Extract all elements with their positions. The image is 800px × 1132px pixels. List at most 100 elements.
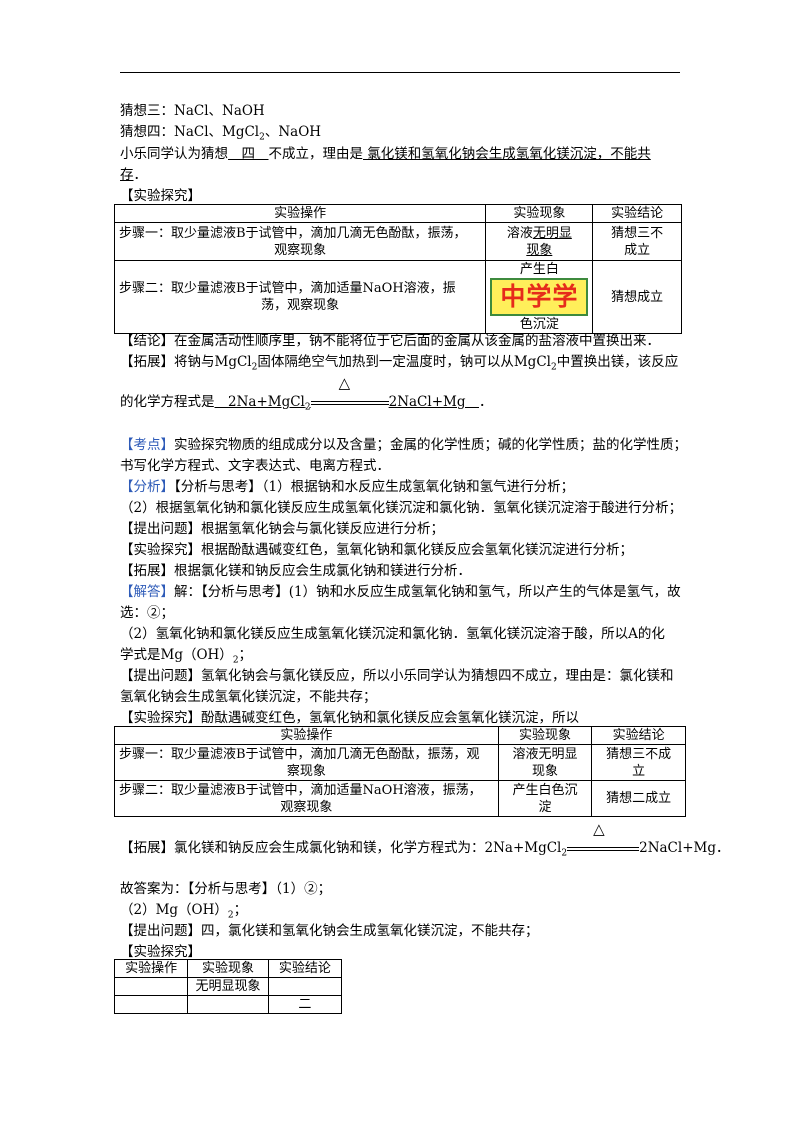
jieda-l5: 【提出问题】氢氧化钠会与氯化镁反应，所以小乐同学认为猜想四不成立，理由是：氯化镁… <box>120 668 674 684</box>
t2-row2-ph-2: 淀 <box>538 799 552 815</box>
jieda-l6: 氢氧化钠会生成氢氧化镁沉淀，不能共存； <box>120 689 377 705</box>
guess-three-label: 猜想三： <box>120 103 174 119</box>
header-rule <box>120 72 680 73</box>
t2-row1-con-2: 立 <box>632 763 646 779</box>
ext2-a: 【拓展】氯化镁和钠反应会生成氯化钠和镁，化学方程式为：2Na+MgCl <box>120 840 562 856</box>
t1-row1-phenomenon: 溶液无明显 现象 <box>485 222 594 261</box>
eq-left-sub: 2 <box>304 402 311 413</box>
ext2-a-sub: 2 <box>561 848 568 859</box>
fenxi-l4: 【实验探究】根据酚酞遇碱变红色，氢氧化钠和氯化镁反应会氢氧化镁沉淀进行分析； <box>120 542 633 558</box>
experiment-table-1: 实验操作 实验现象 实验结论 步骤一：取少量滤液B于试管中，滴加几滴无色酚酞，振… <box>113 204 682 334</box>
t3-r1-ph: 无明显现象 <box>187 977 269 996</box>
ext2-b: 2NaCl+Mg． <box>639 840 730 856</box>
heat-triangle-icon: △ <box>338 374 351 392</box>
ext-a-sub: 2 <box>251 362 258 373</box>
t3-r2-op <box>113 995 189 1014</box>
eq-right: 2NaCl+Mg <box>388 394 479 410</box>
reason-line: 小乐同学认为猜想 四 不成立，理由是 氯化镁和氢氧化钠会生成氢氧化镁沉淀，不能共 <box>120 142 651 162</box>
t3-r1-op <box>113 977 189 996</box>
t1-row1-ph-b: 无明显 <box>532 225 572 241</box>
heat-triangle-icon-2: △ <box>593 820 605 838</box>
fenxi-tag: 【分析】 <box>120 479 174 495</box>
t3-header-op: 实验操作 <box>113 959 189 978</box>
t1-row1-con-1: 猜想三不 <box>611 225 664 241</box>
t2-row1-con: 猜想三不成 立 <box>591 744 686 781</box>
t2-header-conclusion: 实验结论 <box>591 726 686 745</box>
jieda-l2: 选：②； <box>120 605 174 621</box>
t1-row1-op-line1: 步骤一：取少量滤液B于试管中，滴加几滴无色酚酞，振荡， <box>119 225 467 241</box>
eq-left: 2Na+MgCl <box>214 394 305 410</box>
t1-row1-ph-a: 溶液 <box>506 225 533 241</box>
guess-four-b: 、NaOH <box>264 124 322 140</box>
t2-row2-op-2: 观察现象 <box>280 799 333 815</box>
fenxi-l5: 【拓展】根据氯化镁和钠反应会生成氯化钠和镁进行分析． <box>120 563 471 579</box>
ext-b: 固体隔绝空气加热到一定温度时，钠可以从MgCl <box>257 354 551 370</box>
t1-header-op: 实验操作 <box>113 204 487 223</box>
t1-row2-op-line1: 步骤二：取少量滤液B于试管中，滴加适量NaOH溶液，振 <box>119 281 456 296</box>
answer-table: 实验操作 实验现象 实验结论 无明显现象 二 <box>113 959 343 1014</box>
fenxi-l1: 【分析与思考】（1）根据钠和水反应生成氢氧化钠和氢气进行分析； <box>174 479 575 495</box>
jieda-l7: 【实验探究】酚酞遇碱变红色，氢氧化钠和氯化镁反应会氢氧化镁沉淀，所以 <box>120 710 579 726</box>
jieda-l4a: 学式是Mg（OH） <box>120 647 233 663</box>
t2-row2-op: 步骤二：取少量滤液B于试管中，滴加适量NaOH溶液，振荡， 观察现象 <box>114 780 499 817</box>
fenxi-line1: 【分析】【分析与思考】（1）根据钠和水反应生成氢氧化钠和氢气进行分析； <box>120 475 574 495</box>
explore-heading: 【实验探究】 <box>120 188 201 204</box>
guess-four-a: NaCl、MgCl <box>174 124 260 140</box>
guess-four-label: 猜想四： <box>120 124 174 140</box>
experiment-table-2: 实验操作 实验现象 实验结论 步骤一：取少量滤液B于试管中，滴加几滴无色酚酞，振… <box>114 726 686 817</box>
t2-row1-op: 步骤一：取少量滤液B于试管中，滴加几滴无色酚酞，振荡，观 察现象 <box>114 744 499 781</box>
reason-mid: 不成立，理由是 <box>268 146 364 162</box>
t3-r2-ph <box>187 995 269 1014</box>
t1-row2-ph-top: 产生白 <box>519 262 559 277</box>
ext2-arrow: △ <box>567 820 640 856</box>
reason-prefix: 小乐同学认为猜想 <box>120 146 228 162</box>
t2-row1-ph-2: 现象 <box>532 763 559 779</box>
t2-row2-op-1: 步骤二：取少量滤液B于试管中，滴加适量NaOH溶液，振荡， <box>119 782 482 798</box>
ext-a: 【拓展】将钠与MgCl <box>120 354 252 370</box>
t3-header-phenomenon: 实验现象 <box>187 959 269 978</box>
ext-b-sub: 2 <box>550 362 557 373</box>
jieda-line1: 【解答】解：【分析与思考】(1）钠和水反应生成氢氧化钠和氢气，所以产生的气体是氢… <box>120 580 681 600</box>
fenxi-l2: （2）根据氢氧化钠和氯化镁反应生成氢氧化镁沉淀和氯化钠．氢氧化镁沉淀溶于酸进行分… <box>120 500 683 516</box>
reason-end: ． <box>133 167 148 183</box>
jieda-tag: 【解答】 <box>120 584 174 600</box>
ext2-line: 【拓展】氯化镁和钠反应会生成氯化钠和镁，化学方程式为：2Na+MgCl2 △ 2Na… <box>120 820 730 859</box>
answer-l2: （2）Mg（OH）2； <box>120 898 247 921</box>
eq-formula: 2Na+MgCl2 △ 2NaCl+Mg <box>214 374 479 413</box>
t2-row1-ph: 溶液无明显 现象 <box>497 744 593 781</box>
kaodian-text-2: 书写化学方程式、文字表达式、电离方程式． <box>120 458 390 474</box>
extension-line: 【拓展】将钠与MgCl2固体隔绝空气加热到一定温度时，钠可以从MgCl2中置换出… <box>120 350 678 373</box>
reason-text-1: 氯化镁和氢氧化钠会生成氢氧化镁沉淀，不能共 <box>363 146 651 162</box>
jieda-l4b: ； <box>238 647 253 663</box>
t1-row2-op: 步骤二：取少量滤液B于试管中，滴加适量NaOH溶液，振 荡，观察现象 <box>113 260 487 334</box>
t1-row2-ph-bottom: 色沉淀 <box>519 317 559 332</box>
conclusion-line: 【结论】在金属活动性顺序里，钠不能将位于它后面的金属从该金属的盐溶液中置换出来． <box>120 333 660 349</box>
t1-row2-conclusion: 猜想成立 <box>592 260 682 334</box>
t1-row2-phenomenon: 产生白 中学学 色沉淀 <box>485 260 594 334</box>
t3-header-conclusion: 实验结论 <box>267 959 343 978</box>
answer-l2b: ； <box>233 902 248 918</box>
fenxi-l3: 【提出问题】根据氢氧化钠会与氯化镁反应进行分析； <box>120 521 444 537</box>
ext-c: 中置换出镁，该反应 <box>556 354 679 370</box>
t1-row1-conclusion: 猜想三不 成立 <box>592 222 682 261</box>
watermark-badge: 中学学 <box>490 278 589 316</box>
equation-line: 的化学方程式是 2Na+MgCl2△2NaCl+Mg ． <box>120 374 492 413</box>
kaodian-tag: 【考点】 <box>120 437 174 453</box>
answer-l3: 【提出问题】四，氯化镁和氢氧化钠会生成氢氧化镁沉淀，不能共存； <box>120 923 539 939</box>
jieda-l4: 学式是Mg（OH）2； <box>120 643 252 666</box>
t2-row2-con: 猜想二成立 <box>591 780 686 817</box>
jieda-l3: （2）氢氧化钠和氯化镁反应生成氢氧化镁沉淀和氯化钠．氢氧化镁沉淀溶于酸，所以A的… <box>120 626 665 642</box>
t2-row1-ph-1: 溶液无明显 <box>512 746 578 762</box>
t2-header-phenomenon: 实验现象 <box>497 726 593 745</box>
reason-text-2: 存 <box>120 167 134 183</box>
t1-header-phenomenon: 实验现象 <box>485 204 594 223</box>
reason-number: 四 <box>228 146 269 162</box>
jieda-l4-sub: 2 <box>232 655 239 666</box>
guess-four-sub: 2 <box>259 132 265 143</box>
equals-double-line-2 <box>567 846 640 851</box>
answer-l4: 【实验探究】 <box>120 944 201 960</box>
t1-row1-ph-c: 现象 <box>526 242 553 258</box>
guess-three-value: NaCl、NaOH <box>174 103 265 119</box>
t2-row2-ph-1: 产生白色沉 <box>512 782 578 798</box>
t2-row1-con-1: 猜想三不成 <box>606 746 672 762</box>
